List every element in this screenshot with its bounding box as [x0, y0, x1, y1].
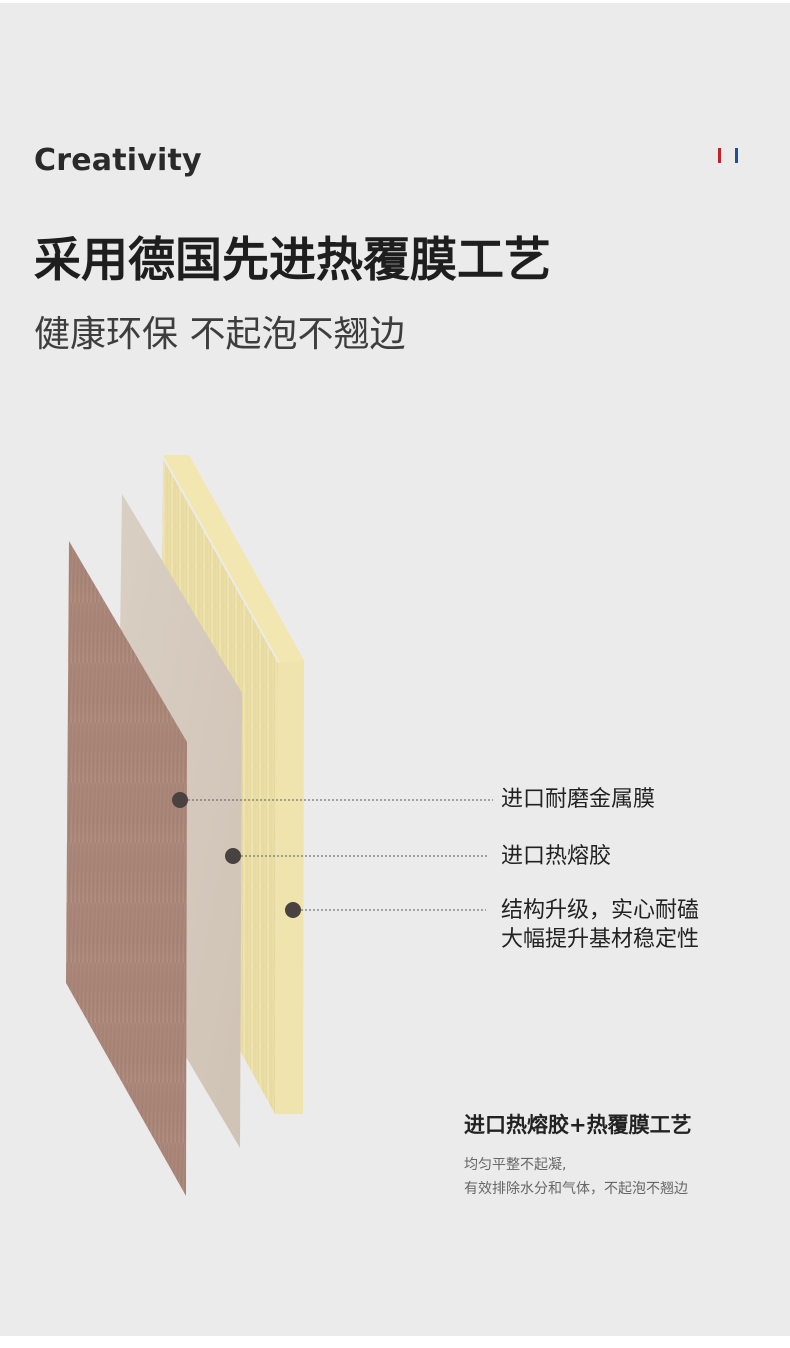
- callout-dot-glue: [225, 848, 241, 864]
- subtitle: 健康环保 不起泡不翘边: [34, 314, 406, 355]
- label-substrate-line2: 大幅提升基材稳定性: [501, 927, 700, 952]
- footer-desc-line2: 有效排除水分和气体，不起泡不翘边: [464, 1181, 688, 1197]
- label-metal-film: 进口耐磨金属膜: [501, 787, 656, 812]
- callout-dot-substrate: [285, 902, 301, 918]
- leader-lines: [180, 799, 493, 911]
- main-title: 采用德国先进热覆膜工艺: [34, 233, 551, 288]
- footer-description: 均匀平整不起凝, 有效排除水分和气体，不起泡不翘边: [464, 1153, 688, 1201]
- content-panel: Creativity 采用德国先进热覆膜工艺 健康环保 不起泡不翘边: [0, 3, 790, 1336]
- callout-dot-metal-film: [172, 792, 188, 808]
- footer-desc-line1: 均匀平整不起凝,: [464, 1157, 567, 1173]
- flag-icon: [718, 148, 742, 164]
- english-title: Creativity: [34, 143, 202, 178]
- footer-title: 进口热熔胶+热覆膜工艺: [464, 1113, 692, 1137]
- substrate-board-side: [275, 660, 304, 1114]
- layer-illustration: [66, 455, 493, 1196]
- label-hot-melt-glue: 进口热熔胶: [501, 844, 612, 869]
- metal-film-layer: [66, 541, 187, 1196]
- substrate-board-edge: [163, 455, 304, 663]
- label-substrate-line1: 结构升级，实心耐磕: [501, 898, 700, 923]
